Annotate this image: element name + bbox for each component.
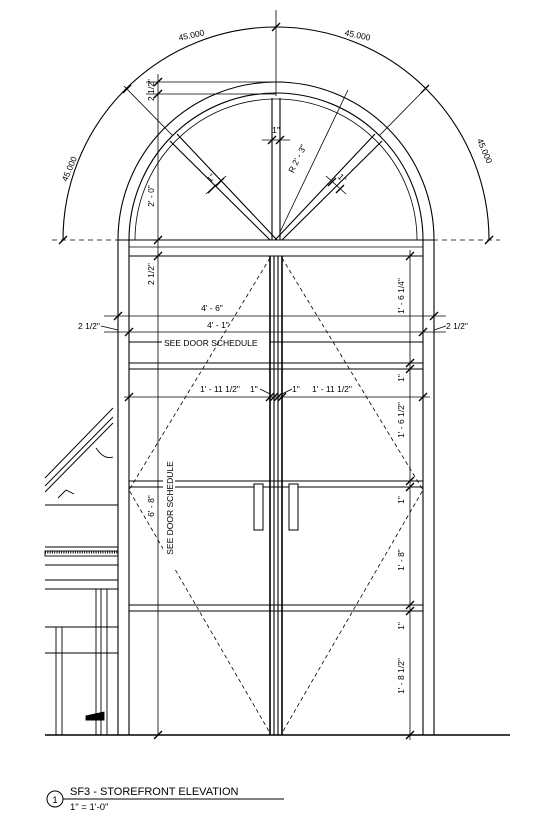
angle-radial-left <box>123 85 173 136</box>
arch-top-gap-label: 2 1/2" <box>146 79 156 101</box>
stile-right-label: 1" <box>292 384 300 394</box>
pull-handle-right <box>288 483 299 531</box>
pull-handle-left <box>253 483 264 531</box>
angle-label-3: 45.000 <box>344 27 372 42</box>
door-schedule-note-vertical: SEE DOOR SCHEDULE <box>165 461 175 555</box>
right-dim-6-label: 1" <box>396 622 406 630</box>
door-pair <box>129 256 423 735</box>
right-dim-2-label: 1" <box>396 374 406 382</box>
leaf-left-label: 1' - 11 1/2" <box>200 384 240 394</box>
angle-label-4: 45.000 <box>475 137 494 165</box>
right-dim-5-label: 1' - 8" <box>396 549 406 571</box>
overall-width-label: 4' - 6" <box>201 303 223 313</box>
side-right-label: 2 1/2" <box>446 321 468 331</box>
drawing-title: SF3 - STOREFRONT ELEVATION <box>70 786 239 798</box>
spoke-left-label: 1" <box>205 172 218 185</box>
arch-outer <box>117 81 435 735</box>
right-dim-4-label: 1" <box>396 496 406 504</box>
inner-width-label: 4' - 1" <box>207 320 229 330</box>
adjacent-stair-railing <box>44 407 119 735</box>
arch-inner <box>128 92 424 735</box>
sunburst-spokes <box>169 98 383 241</box>
radius-leader <box>279 89 349 233</box>
door-swing-lines <box>128 257 424 734</box>
side-left-label: 2 1/2" <box>78 321 100 331</box>
arch-glazing <box>134 98 418 241</box>
angle-radial-right <box>379 85 429 136</box>
right-dim-3-label: 1' - 6 1/2" <box>396 402 406 438</box>
detail-number: 1 <box>52 795 57 806</box>
right-dim-7-label: 1' - 8 1/2" <box>396 658 406 694</box>
leaf-right-label: 1' - 11 1/2" <box>312 384 352 394</box>
arch-rise-label: 2' - 0" <box>146 185 156 207</box>
transom-gap-label: 2 1/2" <box>146 263 156 285</box>
drawing-scale: 1" = 1'-0" <box>70 802 108 813</box>
door-schedule-note-horizontal: SEE DOOR SCHEDULE <box>164 338 258 348</box>
angle-label-1: 45.000 <box>60 155 79 183</box>
right-dim-1-label: 1' - 6 1/4" <box>396 278 406 314</box>
door-height-label: 6' - 8" <box>146 495 156 517</box>
door-schedule-label-bg <box>162 337 270 348</box>
stile-left-label: 1" <box>250 384 258 394</box>
radius-label: R 2' - 3" <box>286 143 308 174</box>
spoke-width-label: 1" <box>272 125 280 135</box>
